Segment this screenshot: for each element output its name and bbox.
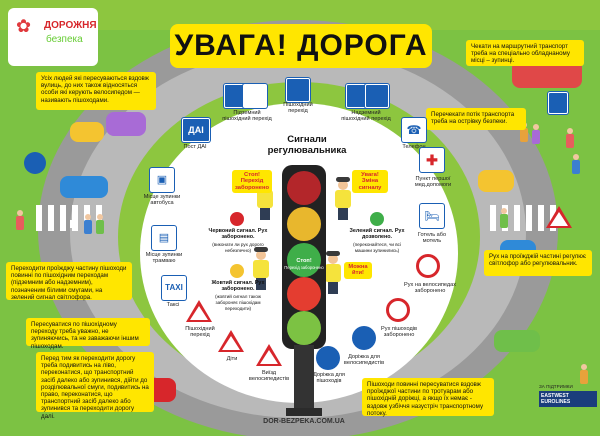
pedestrian-path-icon (316, 346, 340, 370)
car-green (494, 330, 540, 352)
person (566, 128, 574, 148)
bus-stop-label: Місце зупинки автобуса (143, 194, 181, 207)
overground-crossing-sign-2 (365, 84, 389, 108)
footer-url: DOR-BEZPEKA.COM.UA (263, 418, 345, 425)
note-stop: Чекати на маршрутний транспорт треба на … (466, 40, 584, 66)
logo-subtitle: безпека (46, 34, 83, 45)
traffic-light (282, 165, 326, 349)
overground-crossing-label: Надземний пішохідний перехід (341, 110, 391, 123)
phone-icon: ☎ (402, 118, 426, 142)
first-aid-icon: ✚ (420, 148, 444, 172)
car-yellow-right (478, 170, 514, 192)
traffic-light-green (287, 243, 321, 277)
traffic-light-red (287, 171, 321, 205)
hotel-label: Готель або мотель (417, 232, 447, 245)
yellow-caption: Жовтий сигнал. Рух заборонено. (211, 280, 265, 293)
traffic-light-yellow (287, 207, 321, 241)
tram-stop-label: Місце зупинки трамваю (145, 252, 183, 265)
person (96, 214, 104, 234)
person (500, 208, 508, 228)
underground-crossing-label: Підземний пішохідний перехід (222, 110, 272, 123)
note-pedestrians: Усіх людей які пересуваються вздовж вули… (36, 72, 156, 110)
note-crossing: Переходити проїжджу частину пішоходи пов… (6, 262, 132, 301)
car-purple (106, 112, 146, 136)
green-lamp-icon (370, 212, 384, 226)
pedestrian-warning-label: Пішохідний перехід (185, 326, 215, 339)
bicycle-path-icon (352, 326, 376, 350)
traffic-light-pole (294, 345, 314, 415)
stop-lamp-label: Стоп! (296, 258, 312, 264)
page-title: УВАГА! ДОРОГА (170, 24, 432, 68)
note-before-crossing: Перед тим як переходити дорогу треба под… (36, 352, 154, 420)
children-warning-label: Діти (226, 356, 238, 362)
underground-crossing-sign-2 (243, 84, 267, 108)
red-caption: Червоний сигнал. Рух заборонено. (208, 228, 268, 241)
bike-exit-warning-icon (256, 344, 282, 366)
signals-title: Сигнали регулювальника (267, 134, 347, 156)
traffic-light-base (286, 408, 322, 416)
person (84, 214, 92, 234)
partner-label: ЗА ПІДТРИМКИ (539, 384, 573, 389)
pedestrians-forbidden-label: Рух пішоходів заборонено (381, 326, 417, 339)
pedestrian-warning-icon-outer (546, 206, 572, 228)
dai-post-label: Пост ДАІ (183, 144, 207, 150)
bike-forbidden-label: Рух на велосипедах заборонено (404, 282, 457, 295)
officer-yellow (252, 247, 270, 290)
pedestrian-green-lamp (287, 311, 321, 345)
pedestrian-warning-icon (186, 300, 212, 322)
taxi-label: Таксі (166, 302, 180, 308)
green-caption: Зелений сигнал. Рух дозволено. (349, 228, 405, 241)
logo: ✿ ДОРОЖНЯ безпека (8, 8, 98, 66)
pedestrian-crossing-sign-outer (548, 92, 568, 114)
bicycle-path-icon-outer (24, 152, 46, 174)
logo-title: ДОРОЖНЯ (44, 20, 97, 31)
officer-can-go (324, 251, 342, 294)
person (572, 154, 580, 174)
yellow-lamp-icon (230, 264, 244, 278)
person (580, 364, 588, 384)
partner-logo: ЗА ПІДТРИМКИ EASTWEST EUROLINES (539, 384, 597, 414)
note-regulation: Рух на проїжджій частині регулює світлоф… (484, 250, 592, 276)
person (16, 210, 24, 230)
green-subcaption: (переконайтеся, чи всі машини зупинились… (353, 242, 401, 254)
stop-lamp-sublabel: Перехід заборонено (284, 265, 324, 270)
taxi-icon: TAXI (162, 276, 186, 300)
red-lamp-icon (230, 212, 244, 226)
pedestrians-forbidden-icon (386, 298, 410, 322)
note-island: Перечекати потік транспорта треба на ост… (426, 108, 526, 130)
dai-post-sign: ДАІ (182, 118, 210, 142)
tram-stop-icon: ▤ (152, 226, 176, 250)
officer-attention (334, 177, 352, 220)
can-go-label: Можна йти! (344, 262, 372, 279)
note-crossing-behaviour: Пересуватися по пішохідному переходу тре… (26, 318, 150, 350)
car-blue (60, 176, 108, 198)
phone-label: Телефон (402, 144, 426, 150)
bus-stop-icon: ▣ (150, 168, 174, 192)
yellow-subcaption: (жовтий сигнал також забороняє пішохідам… (215, 294, 261, 312)
car-yellow (70, 122, 104, 142)
note-sidewalk: Пішоходи повинні пересуватися вздовж про… (362, 378, 494, 417)
bike-forbidden-icon (416, 254, 440, 278)
pedestrian-crossing-label: Пішохідний перехід (283, 102, 313, 115)
first-aid-label: Пункт першої мед.допомоги (414, 176, 452, 189)
attention-label: Увага! Зміна сигналу (352, 170, 388, 194)
page-title-text: УВАГА! ДОРОГА (174, 29, 428, 62)
partner-name: EASTWEST EUROLINES (539, 391, 597, 407)
pedestrian-crossing-sign (286, 78, 310, 102)
bike-exit-label: Виїзд велосипедистів (248, 370, 290, 383)
stop-label: Стоп! Перехід заборонено (232, 170, 272, 194)
road-marking (70, 220, 73, 228)
children-warning-icon (218, 330, 244, 352)
bicycle-path-label: Доріжка для велосипедистів (343, 354, 385, 367)
person (532, 124, 540, 144)
hotel-icon: 🛏 (420, 204, 444, 228)
red-subcaption: (виконати ли рух дорого небезпечно) (212, 242, 264, 254)
pedestrian-path-label: Доріжка для пішоходів (313, 372, 345, 385)
pedestrian-red-lamp (287, 277, 321, 311)
logo-icon: ✿ (16, 16, 32, 36)
